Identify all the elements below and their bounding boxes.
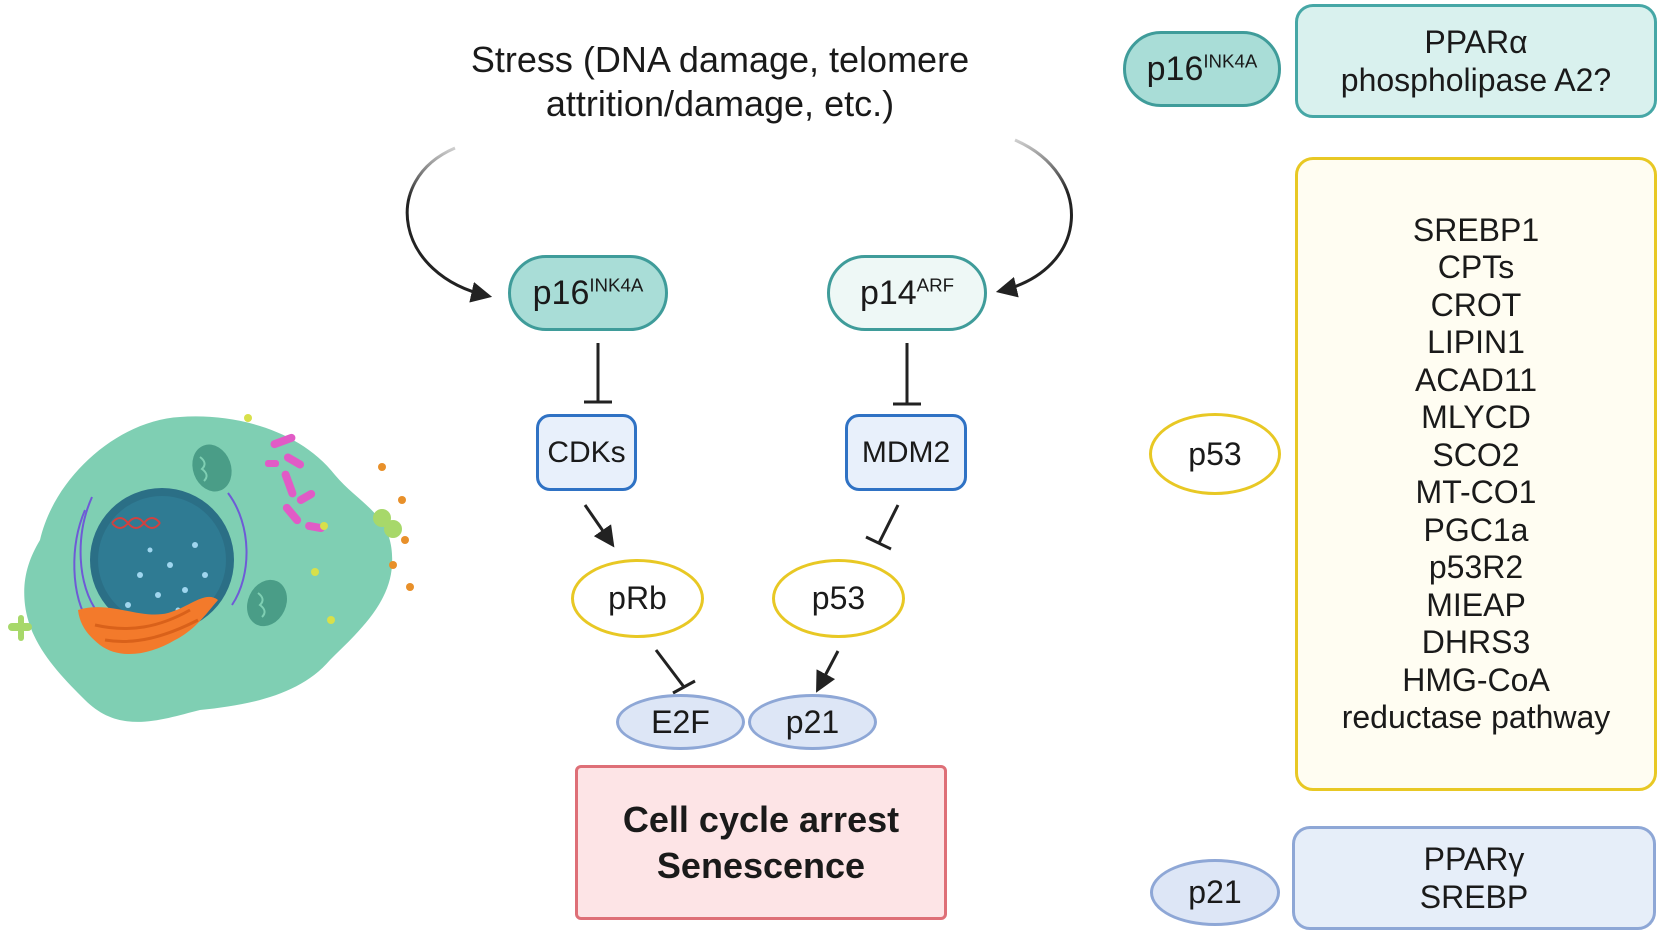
p16-inhibits-cdks	[584, 343, 612, 404]
p53-target: MIEAP	[1426, 586, 1526, 623]
p53-target: SREBP1	[1412, 211, 1540, 248]
outcome-line-2: Senescence	[656, 844, 866, 886]
prb-node: pRb	[571, 559, 704, 638]
cdks-node: CDKs	[536, 414, 637, 491]
p53-target: MLYCD	[1421, 399, 1531, 435]
p14-inhibits-mdm2	[893, 343, 921, 406]
mdm2-node: MDM2	[845, 414, 967, 491]
p16-target: PPARα	[1424, 24, 1528, 60]
senescent-cell-illustration	[8, 414, 414, 722]
p53-targets-box: SREBP1 CPTs CROT LIPIN1 ACAD11 MLYCD SCO…	[1295, 157, 1657, 791]
outcome-box: Cell cycle arrest Senescence	[575, 765, 947, 920]
surface-receptor-icon	[8, 509, 402, 641]
p53-target: p53R2	[1428, 549, 1524, 585]
cdks-to-prb-arrow	[583, 504, 615, 548]
p53-target: DHRS3	[1421, 624, 1531, 660]
e2f-node: E2F	[616, 694, 745, 750]
stress-line-1: Stress (DNA damage, telomere	[470, 39, 970, 80]
p53-target: ACAD11	[1414, 361, 1538, 398]
mitochondrion-icon	[192, 444, 232, 492]
p53-target: reductase pathway	[1341, 699, 1611, 735]
er-arc	[79, 496, 99, 614]
p53-to-p21-arrow	[816, 650, 840, 693]
golgi-folds	[94, 608, 199, 643]
cytoplasm-granules	[244, 414, 335, 624]
p16-node: p16INK4A	[508, 255, 668, 331]
p14-label: p14ARF	[859, 273, 955, 312]
p14-node: p14ARF	[827, 255, 987, 331]
right-p16-label: p16INK4A	[1146, 49, 1258, 88]
p21-targets-box: PPARγ SREBP	[1292, 826, 1656, 930]
stress-to-p16-arrow	[405, 146, 493, 303]
right-p53-node: p53	[1149, 413, 1281, 495]
stress-label: Stress (DNA damage, telomere attrition/d…	[420, 38, 1020, 126]
p21-target: SREBP	[1419, 879, 1529, 915]
stress-line-2: attrition/damage, etc.)	[545, 83, 895, 124]
p53-target: HMG-CoA	[1402, 661, 1550, 698]
p21-target: PPARγ	[1423, 841, 1525, 877]
dna-icon	[111, 517, 161, 529]
right-p16-node: p16INK4A	[1123, 31, 1281, 107]
p53-target: CROT	[1430, 286, 1522, 323]
p53-target: CPTs	[1437, 249, 1515, 285]
right-p21-node: p21	[1150, 859, 1280, 926]
p53-node: p53	[772, 559, 905, 638]
p16-targets-box: PPARα phospholipase A2?	[1295, 4, 1657, 118]
prb-inhibits-e2f	[654, 649, 696, 695]
stress-to-p14-arrow	[995, 138, 1073, 298]
p53-target: MT-CO1	[1415, 474, 1537, 510]
secreted-factors	[375, 463, 414, 591]
p21-node: p21	[748, 694, 877, 750]
p53-target: PGC1a	[1423, 511, 1529, 548]
mdm2-inhibits-p53	[865, 504, 900, 551]
er-arc	[227, 492, 248, 606]
p53-target: SCO2	[1432, 436, 1520, 473]
outcome-line-1: Cell cycle arrest	[622, 798, 900, 840]
p53-target: LIPIN1	[1427, 324, 1525, 360]
vesicles-icon	[265, 433, 325, 533]
p16-target: phospholipase A2?	[1340, 62, 1612, 98]
p16-label: p16INK4A	[532, 273, 644, 312]
mitochondrion-icon	[247, 579, 287, 627]
